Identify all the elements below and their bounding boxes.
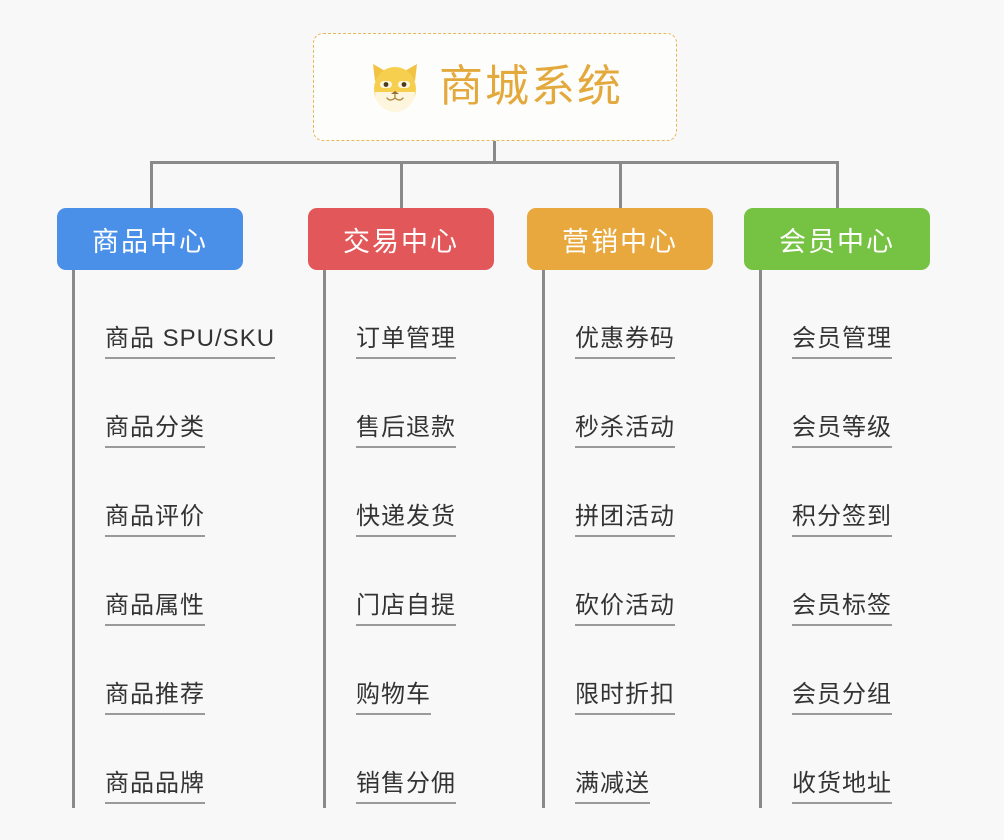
branch-trunk-line (72, 270, 75, 808)
branch-column: 营销中心优惠券码秒杀活动拼团活动砍价活动限时折扣满减送 (527, 208, 713, 808)
leaf-item-label: 会员管理 (792, 326, 892, 359)
leaf-item[interactable]: 收货地址 (744, 715, 930, 804)
leaf-item[interactable]: 门店自提 (308, 537, 494, 626)
leaf-item[interactable]: 商品评价 (57, 448, 243, 537)
leaf-item[interactable]: 商品属性 (57, 537, 243, 626)
connector-drop-4 (836, 161, 839, 208)
leaf-item[interactable]: 满减送 (527, 715, 713, 804)
leaf-item-label: 会员分组 (792, 682, 892, 715)
connector-drop-2 (400, 161, 403, 208)
leaf-list: 订单管理售后退款快递发货门店自提购物车销售分佣 (308, 270, 494, 804)
leaf-item-label: 快递发货 (356, 504, 456, 537)
leaf-item-label: 砍价活动 (575, 593, 675, 626)
shiba-dog-face-icon (373, 64, 417, 112)
leaf-list: 商品 SPU/SKU 商品分类商品评价商品属性商品推荐商品品牌 (57, 270, 276, 804)
branch-header[interactable]: 营销中心 (527, 208, 713, 270)
leaf-item-label: 售后退款 (356, 415, 456, 448)
leaf-item[interactable]: 会员分组 (744, 626, 930, 715)
leaf-item[interactable]: 限时折扣 (527, 626, 713, 715)
leaf-item-label: 会员标签 (792, 593, 892, 626)
leaf-item[interactable]: 秒杀活动 (527, 359, 713, 448)
leaf-item[interactable]: 商品分类 (57, 359, 243, 448)
connector-horizontal-bus (150, 161, 839, 164)
leaf-item[interactable]: 优惠券码 (527, 270, 713, 359)
leaf-item[interactable]: 拼团活动 (527, 448, 713, 537)
leaf-item-label: 拼团活动 (575, 504, 675, 537)
leaf-item-label: 订单管理 (356, 326, 456, 359)
leaf-item[interactable]: 销售分佣 (308, 715, 494, 804)
branch-column: 商品中心商品 SPU/SKU 商品分类商品评价商品属性商品推荐商品品牌 (57, 208, 276, 808)
branch-trunk-line (759, 270, 762, 808)
leaf-list: 会员管理会员等级积分签到会员标签会员分组收货地址 (744, 270, 930, 804)
branch-column: 会员中心会员管理会员等级积分签到会员标签会员分组收货地址 (744, 208, 930, 808)
branch-header-label: 交易中心 (343, 226, 459, 257)
leaf-item[interactable]: 商品品牌 (57, 715, 243, 804)
leaf-list: 优惠券码秒杀活动拼团活动砍价活动限时折扣满减送 (527, 270, 713, 804)
leaf-item[interactable]: 砍价活动 (527, 537, 713, 626)
leaf-item[interactable]: 会员等级 (744, 359, 930, 448)
branch-header[interactable]: 会员中心 (744, 208, 930, 270)
leaf-item[interactable]: 购物车 (308, 626, 494, 715)
leaf-item-label: 秒杀活动 (575, 415, 675, 448)
leaf-item-label: 商品推荐 (105, 682, 205, 715)
branch-header[interactable]: 商品中心 (57, 208, 243, 270)
page-title: 商城系统 (439, 62, 623, 111)
leaf-item-label: 商品 SPU/SKU (105, 326, 276, 359)
branch-header-label: 营销中心 (562, 226, 678, 257)
connector-root-stem (493, 141, 496, 163)
leaf-item-label: 购物车 (356, 682, 431, 715)
leaf-item-label: 优惠券码 (575, 326, 675, 359)
connector-drop-3 (619, 161, 622, 208)
leaf-item-label: 满减送 (575, 771, 650, 804)
leaf-item[interactable]: 商品 SPU/SKU (57, 270, 276, 359)
leaf-item[interactable]: 会员管理 (744, 270, 930, 359)
leaf-item-label: 销售分佣 (356, 771, 456, 804)
leaf-item-label: 积分签到 (792, 504, 892, 537)
connector-drop-1 (150, 161, 153, 208)
root-node[interactable]: 商城系统 (313, 33, 677, 141)
branch-header[interactable]: 交易中心 (308, 208, 494, 270)
branch-trunk-line (542, 270, 545, 808)
branch-trunk-line (323, 270, 326, 808)
leaf-item-label: 商品分类 (105, 415, 205, 448)
leaf-item[interactable]: 快递发货 (308, 448, 494, 537)
branch-header-label: 会员中心 (779, 226, 895, 257)
leaf-item-label: 商品品牌 (105, 771, 205, 804)
leaf-item[interactable]: 售后退款 (308, 359, 494, 448)
branch-header-label: 商品中心 (92, 226, 208, 257)
leaf-item-label: 收货地址 (792, 771, 892, 804)
leaf-item[interactable]: 商品推荐 (57, 626, 243, 715)
leaf-item[interactable]: 订单管理 (308, 270, 494, 359)
leaf-item-label: 门店自提 (356, 593, 456, 626)
leaf-item-label: 商品评价 (105, 504, 205, 537)
leaf-item[interactable]: 积分签到 (744, 448, 930, 537)
leaf-item-label: 商品属性 (105, 593, 205, 626)
leaf-item-label: 会员等级 (792, 415, 892, 448)
leaf-item[interactable]: 会员标签 (744, 537, 930, 626)
leaf-item-label: 限时折扣 (575, 682, 675, 715)
branch-column: 交易中心订单管理售后退款快递发货门店自提购物车销售分佣 (308, 208, 494, 808)
